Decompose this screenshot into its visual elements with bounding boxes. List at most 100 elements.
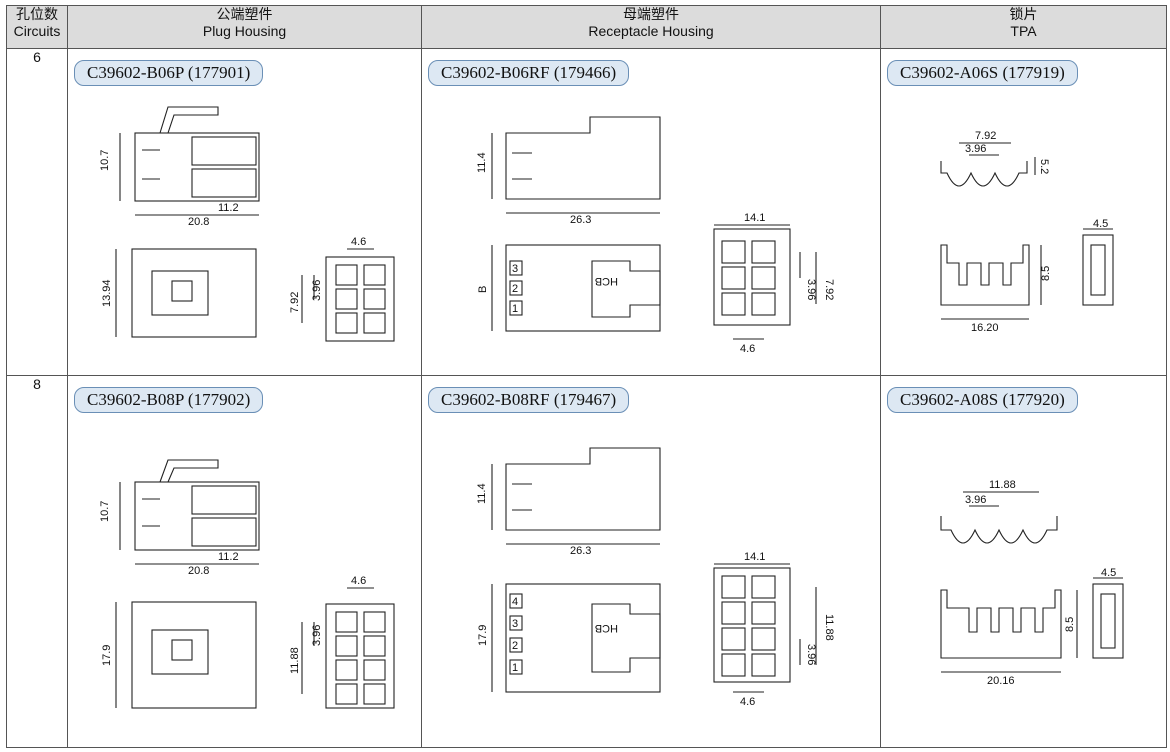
dim-pitch-v: 3.96 bbox=[805, 279, 817, 300]
cavity-number-box bbox=[509, 659, 523, 675]
receptacle-front-view bbox=[713, 567, 791, 683]
dim-height: 10.7 bbox=[99, 150, 111, 171]
cavity bbox=[751, 240, 776, 264]
stamp-text: HCB bbox=[595, 275, 618, 287]
dim-side: B bbox=[477, 286, 489, 293]
dim-pitch-h: 4.6 bbox=[351, 575, 366, 587]
tpa-side-view bbox=[940, 589, 1062, 659]
dim-height: 5.2 bbox=[1038, 159, 1050, 174]
dim-span-v: 7.92 bbox=[823, 279, 835, 300]
cavity bbox=[721, 653, 746, 677]
plug-side-body bbox=[134, 132, 260, 202]
receptacle-bottom-body bbox=[505, 583, 661, 693]
plug-latch-tab bbox=[171, 280, 193, 302]
tpa-top-view bbox=[940, 161, 1028, 187]
dim-pitch: 3.96 bbox=[965, 143, 986, 155]
dim-inner: 11.2 bbox=[218, 202, 239, 214]
dim-length: 26.3 bbox=[570, 545, 591, 557]
cavity bbox=[721, 240, 746, 264]
dim-side-height: 8.5 bbox=[1064, 617, 1076, 632]
header-plug-en: Plug Housing bbox=[202, 23, 287, 39]
cavity bbox=[751, 653, 776, 677]
header-circuits-en: Circuits bbox=[13, 23, 61, 39]
plug-shroud-upper bbox=[191, 485, 257, 515]
tpa-end-view bbox=[1092, 583, 1124, 659]
cavity bbox=[363, 659, 386, 681]
plug-shroud-upper bbox=[191, 136, 257, 166]
dim-pitch-h: 4.6 bbox=[740, 343, 755, 355]
part-number-badge: C39602-B06RF (179466) bbox=[428, 60, 630, 86]
plug-bottom-body bbox=[131, 248, 257, 338]
receptacle-bottom-body bbox=[505, 244, 661, 332]
circuits-value: 6 bbox=[6, 48, 68, 376]
tpa-drawing: 7.92 3.96 5.2 4.5 8.5 16.20 bbox=[940, 130, 1114, 334]
dim-pitch: 3.96 bbox=[965, 494, 986, 506]
dim-length: 20.8 bbox=[188, 216, 209, 228]
dim-side-height: 8.5 bbox=[1040, 266, 1052, 281]
cavity-number-box bbox=[509, 300, 523, 316]
receptacle-drawing: 11.4 26.3 17.9 4 3 2 1 HCB 14.1 3.96 11.… bbox=[476, 447, 835, 708]
plug-bottom-body bbox=[131, 601, 257, 709]
header-tpa-cn: 锁片 bbox=[1009, 6, 1038, 22]
cavity bbox=[721, 627, 746, 651]
cavity bbox=[363, 683, 386, 705]
dim-pitch-h: 4.6 bbox=[351, 236, 366, 248]
dim-span: 11.88 bbox=[989, 479, 1016, 491]
row-8-circuits: 8 C39602-B08P (177902) bbox=[6, 375, 1167, 748]
cavity bbox=[335, 683, 358, 705]
part-number-badge: C39602-A08S (177920) bbox=[887, 387, 1078, 413]
cavity bbox=[751, 266, 776, 290]
dim-width: 4.5 bbox=[1093, 218, 1108, 230]
dim-length: 20.8 bbox=[188, 565, 209, 577]
plug-cell: C39602-B08P (177902) bbox=[67, 375, 422, 748]
header-circuits-cn: 孔位数 bbox=[16, 6, 58, 22]
plug-latch bbox=[159, 459, 219, 483]
dim-width: 14.1 bbox=[744, 212, 765, 224]
stamp-text: HCB bbox=[595, 622, 618, 634]
dim-pitch-v: 3.96 bbox=[311, 625, 323, 646]
dim-pitch-h: 4.6 bbox=[740, 696, 755, 708]
cavity bbox=[363, 288, 386, 310]
cavity bbox=[721, 601, 746, 625]
receptacle-drawing: 11.4 26.3 B 3 2 1 HCB 14.1 3.96 7.92 4.6 bbox=[476, 116, 835, 355]
part-number-badge: C39602-A06S (177919) bbox=[887, 60, 1078, 86]
dim-length: 26.3 bbox=[570, 214, 591, 226]
cavity bbox=[335, 659, 358, 681]
tpa-end-slot bbox=[1100, 593, 1116, 649]
receptacle-window bbox=[591, 603, 661, 673]
plug-shroud-lower bbox=[191, 517, 257, 547]
receptacle-cell: C39602-B06RF (179466) bbox=[421, 48, 881, 376]
cavity-number: 3 bbox=[512, 263, 518, 275]
header-tpa-en: TPA bbox=[1010, 23, 1037, 39]
cavity-number-box bbox=[509, 260, 523, 276]
receptacle-window bbox=[591, 260, 661, 318]
dim-height: 10.7 bbox=[99, 501, 111, 522]
cavity bbox=[363, 312, 386, 334]
dim-bottom-height: 13.94 bbox=[101, 279, 113, 307]
tpa-drawing: 11.88 3.96 4.5 8.5 20.16 bbox=[940, 479, 1124, 687]
header-receptacle-cn: 母端塑件 bbox=[623, 6, 679, 22]
part-number-badge: C39602-B06P (177901) bbox=[74, 60, 264, 86]
cavity bbox=[335, 312, 358, 334]
cavity-number-box bbox=[509, 637, 523, 653]
dim-width: 14.1 bbox=[744, 551, 765, 563]
header-plug-cn: 公端塑件 bbox=[216, 6, 273, 22]
dim-inner: 11.2 bbox=[218, 551, 239, 563]
cavity bbox=[363, 264, 386, 286]
dim-height: 11.4 bbox=[476, 483, 488, 504]
cavity-number-box bbox=[509, 615, 523, 631]
tpa-cell: C39602-A06S (177919) 7.92 3.96 5.2 4.5 8… bbox=[880, 48, 1167, 376]
header-receptacle-en: Receptacle Housing bbox=[588, 23, 714, 39]
cavity bbox=[363, 611, 386, 633]
cavity bbox=[751, 292, 776, 316]
plug-latch-window bbox=[151, 629, 209, 675]
cavity-number: 2 bbox=[512, 283, 518, 295]
cavity bbox=[721, 575, 746, 599]
tpa-cell: C39602-A08S (177920) 11.88 3.96 4.5 8.5 … bbox=[880, 375, 1167, 748]
cavity-number: 1 bbox=[512, 303, 518, 315]
dim-span: 7.92 bbox=[975, 130, 996, 142]
cavity-number-box bbox=[509, 280, 523, 296]
